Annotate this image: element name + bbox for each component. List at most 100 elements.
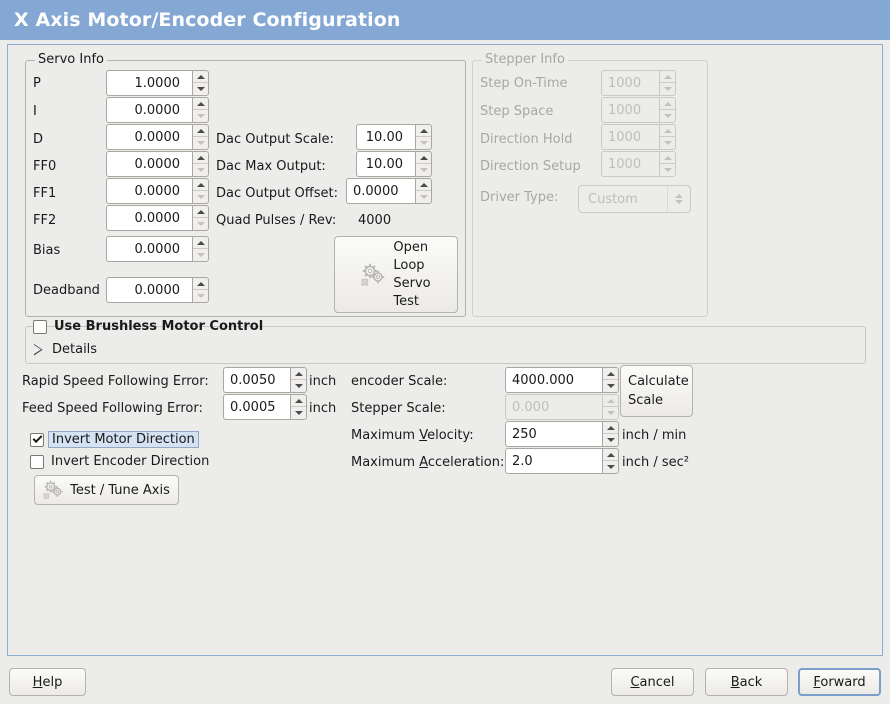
dac-output-offset-spin[interactable]: 0.0000 [346,178,432,204]
spin-up-icon[interactable] [603,368,618,380]
servo-spin-ff2-value[interactable]: 0.0000 [106,205,192,231]
back-button[interactable]: Back [705,668,788,696]
feed-speed-following-error-value[interactable]: 0.0005 [223,394,290,420]
dac-max-output-buttons[interactable] [415,151,432,177]
dac-max-output-value[interactable]: 10.00 [356,151,415,177]
spin-down-icon[interactable] [416,164,431,176]
spin-up-icon[interactable] [603,422,618,434]
spin-down-icon[interactable] [603,434,618,446]
spin-up-icon[interactable] [416,125,431,137]
triangle-right-icon[interactable] [34,344,43,356]
maximum-velocity-value[interactable]: 250 [505,421,602,447]
servo-spin-i-buttons[interactable] [192,97,209,123]
encoder-scale-buttons[interactable] [602,367,619,393]
spin-down-icon[interactable] [193,137,208,149]
driver-type-label: Driver Type: [480,190,559,205]
spin-down-icon[interactable] [193,191,208,203]
spin-up-icon[interactable] [193,98,208,110]
servo-spin-ff2-buttons[interactable] [192,205,209,231]
invert-encoder-direction-checkbox[interactable]: Invert Encoder Direction [30,454,209,469]
servo-spin-ff2[interactable]: 0.0000 [106,205,209,231]
servo-spin-p-value[interactable]: 1.0000 [106,70,192,96]
maximum-acceleration-value[interactable]: 2.0 [505,448,602,474]
rapid-speed-following-error-spin[interactable]: 0.0050 [223,367,307,393]
spin-down-icon[interactable] [193,218,208,230]
servo-spin-i-value[interactable]: 0.0000 [106,97,192,123]
spin-down-icon[interactable] [603,380,618,392]
servo-spin-ff1-buttons[interactable] [192,178,209,204]
spin-up-icon[interactable] [291,395,306,407]
test-tune-axis-button[interactable]: Test / Tune Axis [34,475,179,505]
stepper-scale-buttons [602,394,619,420]
checkbox-box[interactable] [30,454,44,469]
spin-up-icon[interactable] [193,152,208,164]
servo-spin-bias-value[interactable]: 0.0000 [106,236,192,262]
servo-spin-ff0-value[interactable]: 0.0000 [106,151,192,177]
spin-down-icon[interactable] [193,83,208,95]
spin-up-icon[interactable] [416,152,431,164]
spin-up-icon[interactable] [193,278,208,290]
calculate-scale-button[interactable]: Calculate Scale [620,365,693,417]
servo-spin-ff1[interactable]: 0.0000 [106,178,209,204]
servo-spin-d-buttons[interactable] [192,124,209,150]
help-button[interactable]: Help [9,668,86,696]
rapid-speed-following-error-value[interactable]: 0.0050 [223,367,290,393]
spin-down-icon[interactable] [416,191,431,203]
gears-icon [361,263,387,287]
spin-down-icon[interactable] [193,110,208,122]
servo-spin-ff1-value[interactable]: 0.0000 [106,178,192,204]
servo-spin-ff0-buttons[interactable] [192,151,209,177]
spin-down-icon[interactable] [291,407,306,419]
servo-spin-i[interactable]: 0.0000 [106,97,209,123]
spin-up-icon[interactable] [291,368,306,380]
servo-spin-deadband[interactable]: 0.0000 [106,277,209,303]
servo-spin-deadband-value[interactable]: 0.0000 [106,277,192,303]
maximum-acceleration-spin[interactable]: 2.0 [505,448,619,474]
spin-up-icon[interactable] [193,71,208,83]
spin-up-icon[interactable] [193,237,208,249]
servo-spin-bias-buttons[interactable] [192,236,209,262]
servo-spin-deadband-buttons[interactable] [192,277,209,303]
dac-output-offset-value[interactable]: 0.0000 [346,178,415,204]
encoder-scale-spin[interactable]: 4000.000 [505,367,619,393]
dac-max-output-spin[interactable]: 10.00 [356,151,432,177]
maximum-velocity-spin[interactable]: 250 [505,421,619,447]
spin-down-icon[interactable] [291,380,306,392]
spin-up-icon[interactable] [416,179,431,191]
spin-up-icon[interactable] [193,125,208,137]
details-expander[interactable]: Details [34,342,97,357]
spin-down-icon[interactable] [603,461,618,473]
feed-speed-following-error-spin[interactable]: 0.0005 [223,394,307,420]
servo-spin-p-buttons[interactable] [192,70,209,96]
spin-down-icon[interactable] [193,164,208,176]
checkbox-box[interactable] [30,432,44,447]
maximum-acceleration-buttons[interactable] [602,448,619,474]
dac-output-scale-spin[interactable]: 10.00 [356,124,432,150]
feed-spin-buttons[interactable] [290,394,307,420]
dac-output-scale-value[interactable]: 10.00 [356,124,415,150]
forward-button[interactable]: Forward [798,668,881,696]
step-space-spin: 1000 [601,97,676,123]
use-brushless-motor-control-checkbox[interactable]: Use Brushless Motor Control [33,319,263,334]
spin-down-icon[interactable] [416,137,431,149]
spin-down-icon[interactable] [193,249,208,261]
invert-motor-direction-checkbox[interactable]: Invert Motor Direction [30,431,199,448]
spin-down-icon[interactable] [193,290,208,302]
spin-up-icon[interactable] [193,179,208,191]
rapid-spin-buttons[interactable] [290,367,307,393]
encoder-scale-value[interactable]: 4000.000 [505,367,602,393]
servo-spin-p[interactable]: 1.0000 [106,70,209,96]
dac-output-scale-buttons[interactable] [415,124,432,150]
checkbox-box[interactable] [33,319,47,334]
spin-up-icon[interactable] [603,449,618,461]
servo-spin-d-value[interactable]: 0.0000 [106,124,192,150]
servo-spin-bias[interactable]: 0.0000 [106,236,209,262]
cancel-button[interactable]: Cancel [611,668,694,696]
servo-spin-ff0[interactable]: 0.0000 [106,151,209,177]
dac-output-offset-buttons[interactable] [415,178,432,204]
servo-spin-d[interactable]: 0.0000 [106,124,209,150]
spin-up-icon[interactable] [193,206,208,218]
open-loop-servo-test-button[interactable]: Open Loop Servo Test [334,236,458,313]
maximum-velocity-buttons[interactable] [602,421,619,447]
spin-down-icon [603,407,618,419]
